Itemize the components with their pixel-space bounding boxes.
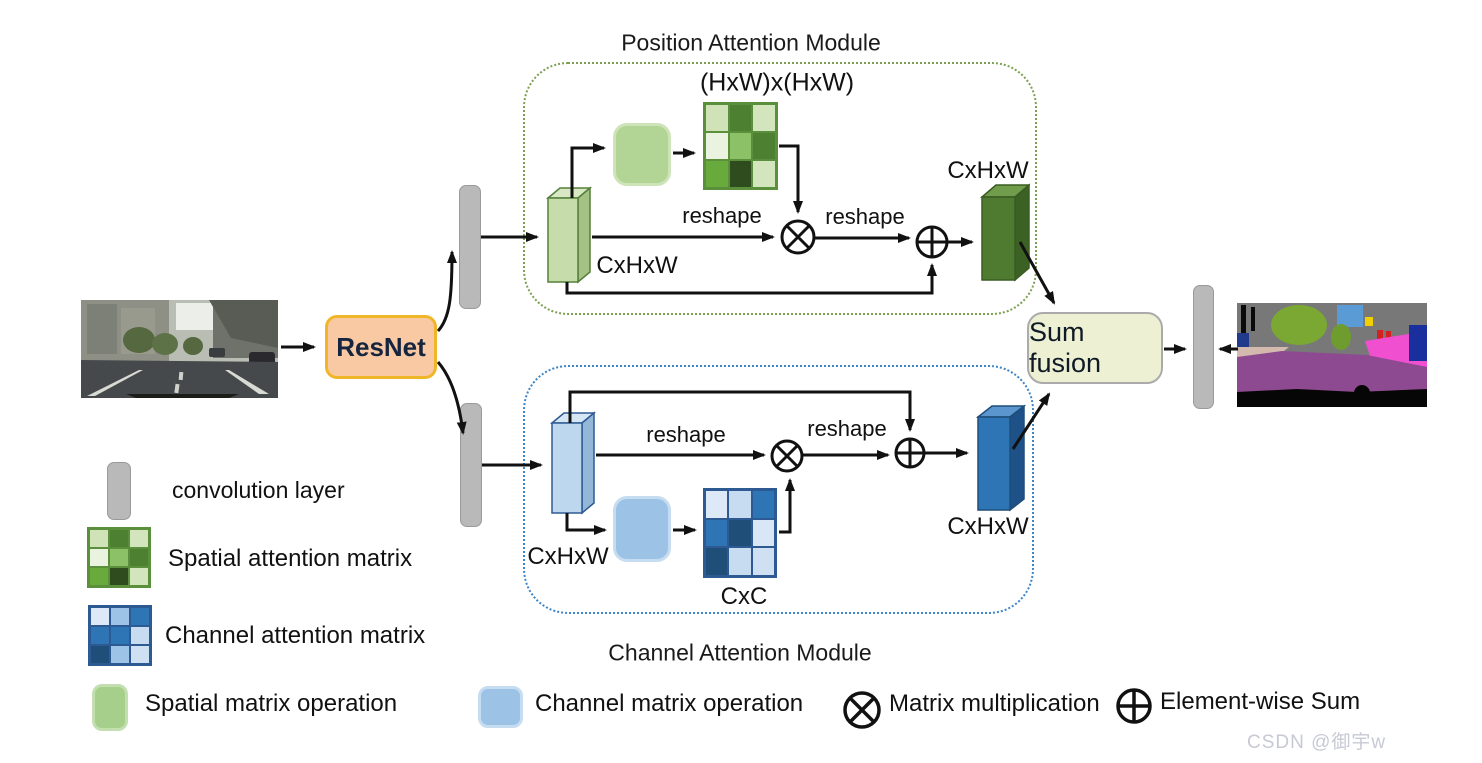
spatial-matrix-operation-box: [613, 123, 671, 186]
matrix-cell: [111, 608, 129, 625]
matrix-cell: [91, 646, 109, 663]
channel-attention-size-label: CxC: [720, 583, 768, 610]
matrix-cell: [110, 530, 128, 547]
position-output-block: [979, 183, 1030, 282]
channel-reshape-label-2: reshape: [807, 416, 887, 441]
output-segmentation-image: [1237, 303, 1427, 407]
matrix-cell: [91, 627, 109, 644]
matrix-cell: [111, 646, 129, 663]
matrix-cell: [130, 530, 148, 547]
legend-channel-operation-label: Channel matrix operation: [535, 690, 804, 717]
legend-spatial-operation-swatch: [92, 684, 128, 731]
matrix-cell: [706, 519, 728, 547]
matrix-cell: [111, 627, 129, 644]
matrix-cell: [752, 491, 774, 518]
legend-channel-operation-swatch: [478, 686, 523, 728]
channel-feature-block: [549, 411, 596, 515]
conv-layer-bar-bottom: [460, 403, 482, 527]
sum-fusion-label: Sum fusion: [1029, 317, 1102, 378]
watermark: CSDN @御宇w: [1247, 732, 1387, 753]
channel-matrix-operation-box: [613, 496, 671, 562]
position-attention-size-label: (HxW)x(HxW): [699, 68, 855, 97]
matrix-multiplication-icon: [843, 691, 881, 729]
channel-output-block: [975, 404, 1026, 512]
matrix-cell: [90, 549, 108, 566]
position-reshape-label-1: reshape: [682, 203, 762, 228]
position-feature-size-label: CxHxW: [596, 252, 678, 279]
matrix-cell: [706, 105, 728, 131]
position-feature-block: [545, 186, 593, 284]
channel-attention-matrix: [703, 488, 777, 578]
channel-output-size-label: CxHxW: [947, 513, 1029, 540]
resnet-box: ResNet: [325, 315, 437, 379]
channel-attention-module-box: [523, 365, 1034, 614]
matrix-cell: [729, 491, 751, 518]
matrix-cell: [110, 549, 128, 566]
matrix-cell: [131, 646, 149, 663]
matrix-cell: [706, 548, 728, 575]
position-module-title: Position Attention Module: [621, 29, 881, 56]
channel-module-title: Channel Attention Module: [608, 639, 872, 666]
matrix-cell: [90, 568, 108, 585]
matrix-cell: [729, 161, 752, 187]
matrix-cell: [753, 133, 775, 159]
matrix-cell: [753, 105, 775, 131]
legend-spatial-attention-label: Spatial attention matrix: [168, 545, 413, 572]
matrix-cell: [706, 491, 728, 518]
legend-channel-attention-label: Channel attention matrix: [165, 622, 426, 649]
matrix-cell: [706, 133, 728, 159]
matrix-cell: [729, 519, 751, 547]
matrix-cell: [729, 133, 752, 159]
legend-spatial-attention-matrix: [87, 527, 151, 588]
matrix-cell: [706, 161, 728, 187]
position-attention-module-box: [523, 62, 1037, 315]
legend-conv-layer-swatch: [107, 462, 131, 520]
matrix-cell: [90, 530, 108, 547]
channel-reshape-label-1: reshape: [646, 422, 726, 447]
legend-matrix-multiplication-label: Matrix multiplication: [889, 690, 1100, 717]
position-output-size-label: CxHxW: [947, 157, 1029, 184]
element-wise-sum-icon: [1116, 688, 1152, 724]
matrix-cell: [131, 627, 149, 644]
input-street-image: [81, 300, 278, 398]
matrix-cell: [752, 519, 774, 547]
legend-channel-attention-matrix: [88, 605, 152, 666]
matrix-cell: [729, 548, 751, 575]
matrix-cell: [131, 608, 149, 625]
sum-fusion-box: Sum fusion: [1027, 312, 1163, 384]
matrix-cell: [130, 568, 148, 585]
arrow-resnet-to-top-conv: [436, 250, 457, 333]
conv-layer-bar-top: [459, 185, 481, 309]
matrix-cell: [91, 608, 109, 625]
channel-feature-size-label: CxHxW: [527, 543, 609, 570]
position-reshape-label-2: reshape: [825, 204, 905, 229]
matrix-cell: [130, 549, 148, 566]
resnet-label: ResNet: [336, 331, 426, 362]
matrix-cell: [753, 161, 775, 187]
matrix-cell: [110, 568, 128, 585]
legend-spatial-operation-label: Spatial matrix operation: [145, 690, 398, 717]
matrix-cell: [729, 105, 752, 131]
spatial-attention-matrix: [703, 102, 778, 190]
conv-layer-bar-output: [1193, 285, 1214, 409]
legend-conv-layer-label: convolution layer: [172, 477, 345, 503]
legend-element-wise-sum-label: Element-wise Sum: [1160, 688, 1361, 715]
matrix-cell: [752, 548, 774, 575]
